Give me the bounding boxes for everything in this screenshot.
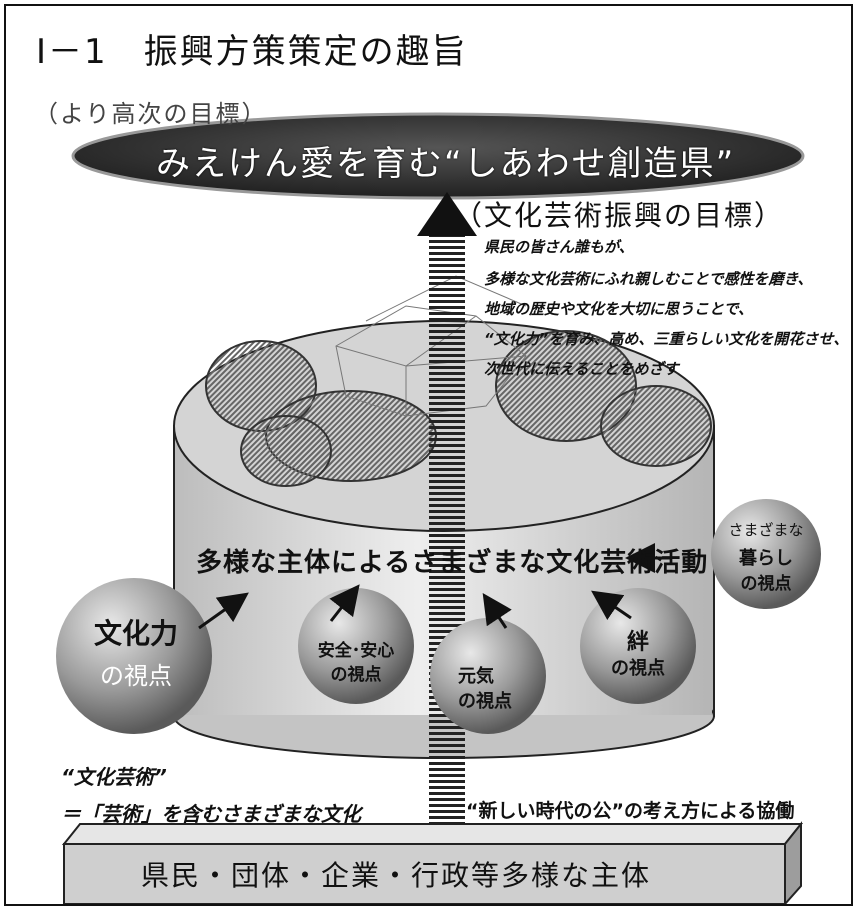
top-goal-text: みえけん愛を育む“しあわせ創造県” [156,144,736,184]
kizuna-line1: 絆 [626,630,649,655]
activity-shapes [205,330,712,487]
goal-line: 多様な文化芸術にふれ親しむことで感性を磨き、 [484,270,813,288]
goal-line: “文化力”を育み、高め、三重らしい文化を開花させ、 [484,330,849,348]
genki-line2: の視点 [458,691,512,712]
higher-goal-label: （より高次の目標） [34,100,268,128]
base-actors-label: 県民・団体・企業・行政等多様な主体 [140,859,651,892]
goal-oval [71,112,805,200]
diagram-frame: Ⅰ－1 振興方策策定の趣旨 （より高次の目標） みえけん愛を育む“しあわせ創造県… [4,4,853,906]
central-arrow [417,192,477,836]
page-title: Ⅰ－1 振興方策策定の趣旨 [36,32,468,72]
kizuna-line2: の視点 [611,658,665,679]
goal-heading: （文化芸術振興の目標） [454,199,785,232]
kurashi-line1: さまざまな [728,521,804,539]
kurashi-line3: の視点 [740,574,792,594]
genki-line1: 元気 [458,666,494,687]
diagram-graphics [56,112,821,904]
anzen-line2: の視点 [330,665,382,685]
activity-band-label: 多様な主体によるさまざまな文化芸術活動 [196,548,709,578]
bunka-line2: の視点 [100,662,172,690]
goal-line: 次世代に伝えることをめざす [484,360,679,378]
bunka-line1: 文化力 [93,617,178,650]
goal-line: 県民の皆さん誰もが、 [484,238,634,256]
collaboration-label: “新しい時代の公”の考え方による協働 [466,800,795,822]
goal-line: 地域の歴史や文化を大切に思うことで、 [484,300,753,318]
kurashi-line2: 暮らし [739,548,793,569]
anzen-line1: 安全･安心 [317,641,395,661]
definition-term: “文化芸術” [61,765,167,789]
base-block [61,821,804,904]
definition-text: ＝「芸術」を含むさまざまな文化 [61,802,361,826]
perspective-arrows [198,543,671,630]
